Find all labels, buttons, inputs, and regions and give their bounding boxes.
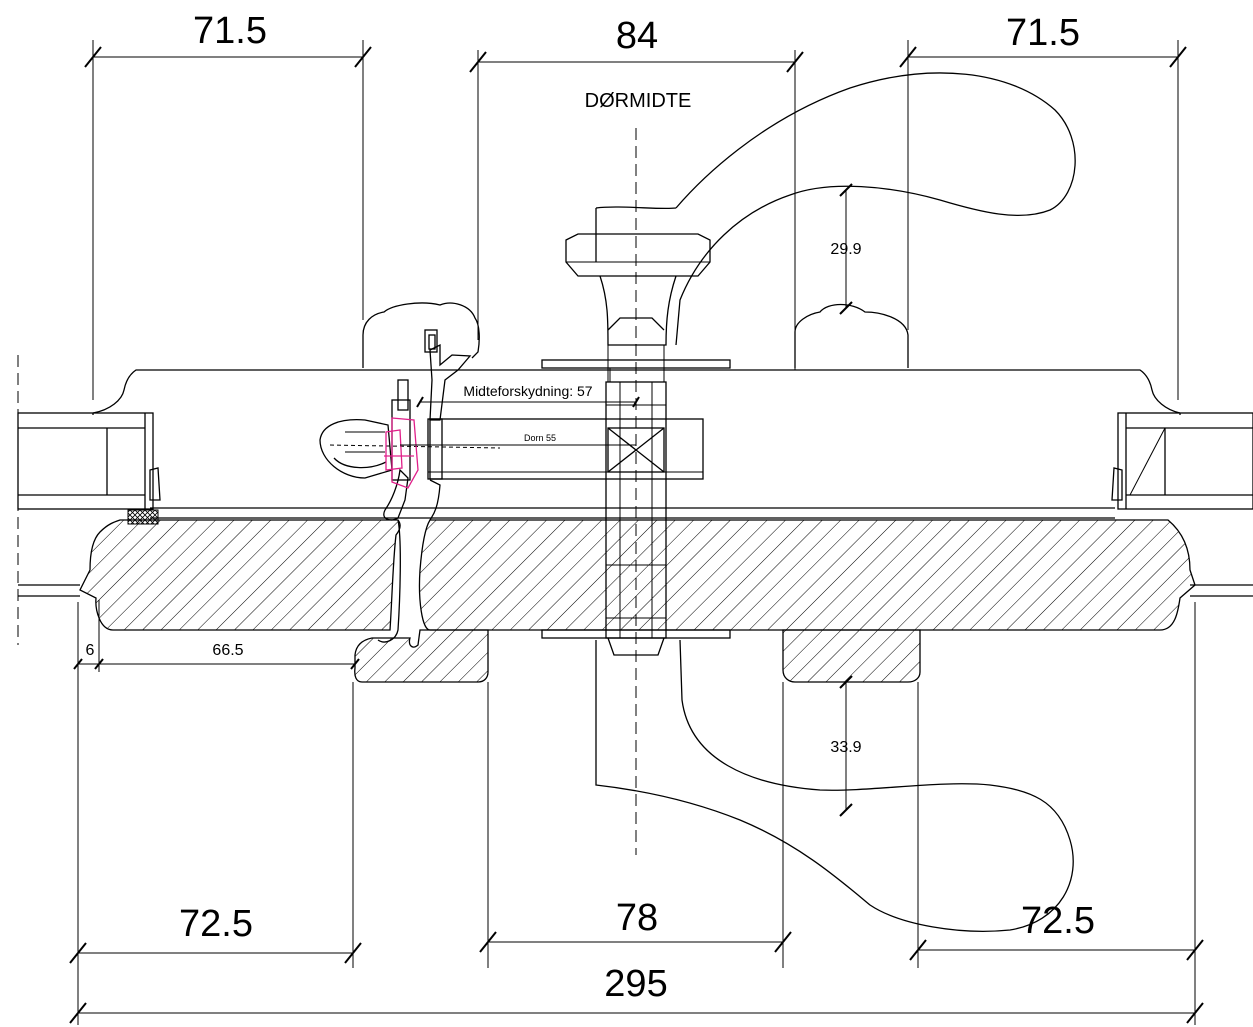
- dim-bottom-left: 72.5: [179, 903, 253, 945]
- lower-block-right: [782, 629, 921, 683]
- center-offset-label: Midteforskydning: 57: [463, 383, 592, 399]
- door-leaf-right: [418, 519, 1196, 631]
- dim-29-9: 29.9: [830, 241, 861, 258]
- dim-top-right: 71.5: [1006, 12, 1080, 54]
- top-escutcheons: [362, 302, 909, 368]
- dim-bottom-center: 78: [616, 897, 658, 939]
- dim-66-5: 66.5: [212, 642, 243, 659]
- upper-handle: [541, 72, 1076, 382]
- dim-top-center: 84: [616, 15, 658, 57]
- door-center-label: DØRMIDTE: [585, 90, 692, 112]
- lower-block-left: [354, 629, 489, 683]
- dim-6: 6: [86, 642, 95, 659]
- dim-overall: 295: [604, 963, 667, 1005]
- cam-highlight: [391, 417, 419, 489]
- dim-handle-top-clearance: [839, 183, 853, 315]
- right-frame: [1111, 412, 1253, 597]
- dim-small: [73, 600, 360, 968]
- lower-handle: [541, 629, 1074, 932]
- dim-top-left: 71.5: [193, 10, 267, 52]
- door-leaf-outline: [92, 369, 1181, 519]
- dim-handle-bottom-clearance: [839, 675, 853, 817]
- dim-bottom-right: 72.5: [1021, 900, 1095, 942]
- door-leaf-left: [79, 519, 401, 631]
- bottom-dimension-lines: [69, 602, 1204, 1025]
- dim-33-9: 33.9: [830, 739, 861, 756]
- top-dimension-lines: [84, 40, 1187, 400]
- lock-mechanism: [319, 329, 704, 643]
- backset-label: Dorn 55: [524, 433, 556, 443]
